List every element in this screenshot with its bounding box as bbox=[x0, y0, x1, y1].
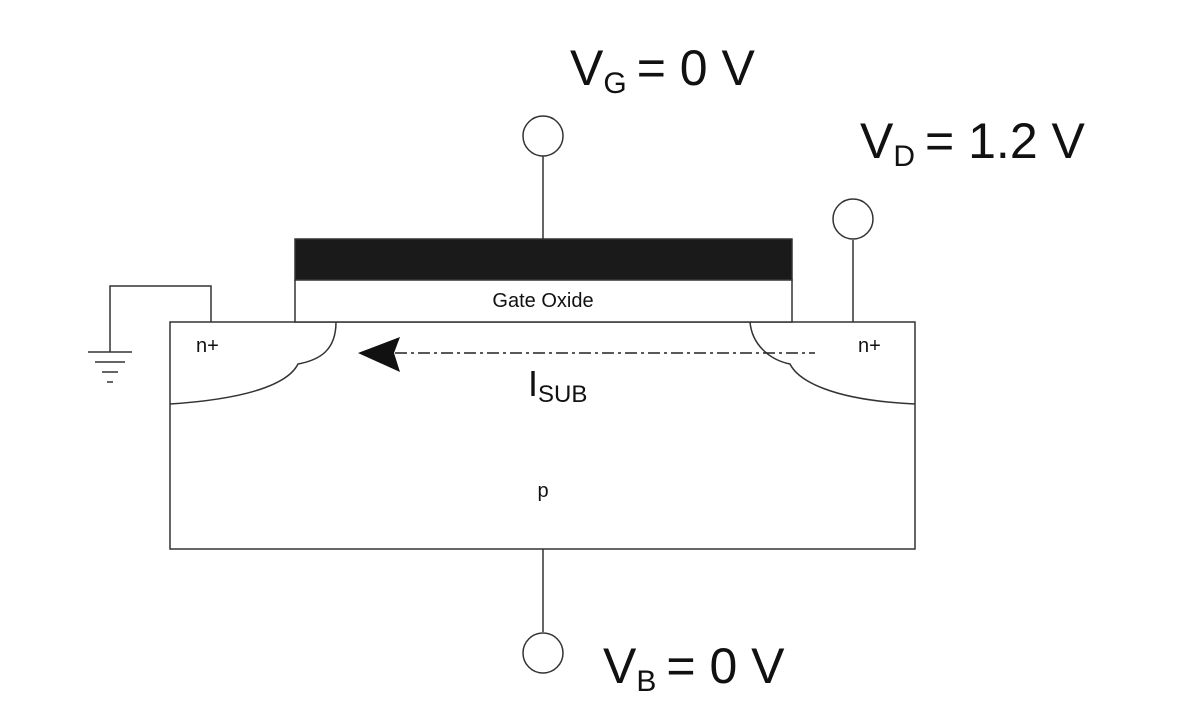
substrate-label: p bbox=[537, 480, 548, 502]
drain-terminal bbox=[832, 198, 874, 240]
substrate-body bbox=[169, 321, 916, 550]
gate-terminal bbox=[522, 115, 564, 157]
arrow-left-icon bbox=[358, 337, 400, 372]
bulk-terminal bbox=[522, 632, 564, 674]
bulk-voltage-label: VB= 0 V bbox=[603, 638, 785, 698]
ground-icon bbox=[88, 351, 132, 383]
source-region-label: n+ bbox=[196, 335, 219, 357]
drain-well-boundary bbox=[749, 321, 916, 405]
drain-voltage-label: VD= 1.2 V bbox=[860, 113, 1086, 173]
gate-voltage-label: VG= 0 V bbox=[570, 40, 755, 100]
current-label: ISUB bbox=[528, 363, 587, 408]
gate-oxide bbox=[294, 279, 793, 323]
gate-electrode bbox=[294, 238, 793, 281]
source-ground-wire bbox=[109, 285, 212, 352]
gate-oxide-label: Gate Oxide bbox=[492, 290, 593, 312]
source-well-boundary bbox=[169, 321, 337, 405]
drain-region-label: n+ bbox=[858, 335, 881, 357]
